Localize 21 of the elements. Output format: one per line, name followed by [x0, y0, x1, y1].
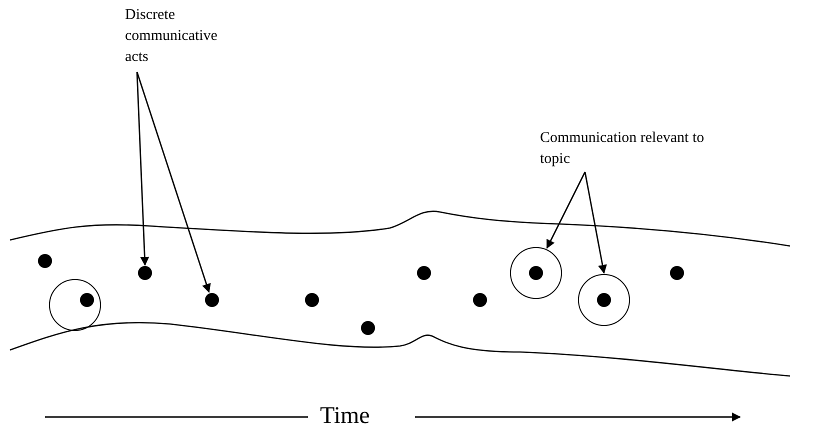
ring-outline [49, 279, 101, 331]
ring-outline [510, 247, 562, 299]
dot [473, 293, 487, 307]
dot [305, 293, 319, 307]
ring-outline [578, 274, 630, 326]
callout-text: Discrete communicative acts [125, 5, 235, 68]
dot [205, 293, 219, 307]
dot [529, 266, 543, 280]
leader-line [584, 172, 607, 274]
leader-line [136, 72, 211, 293]
callout-text: Communication relevant to topic [540, 128, 720, 170]
dot [417, 266, 431, 280]
dot [670, 266, 684, 280]
axis-label: Time [320, 402, 370, 430]
dot [80, 293, 94, 307]
leader-line [546, 172, 586, 249]
dot [138, 266, 152, 280]
dot [597, 293, 611, 307]
leader-line [136, 72, 150, 266]
dot [38, 254, 52, 268]
dot [361, 321, 375, 335]
